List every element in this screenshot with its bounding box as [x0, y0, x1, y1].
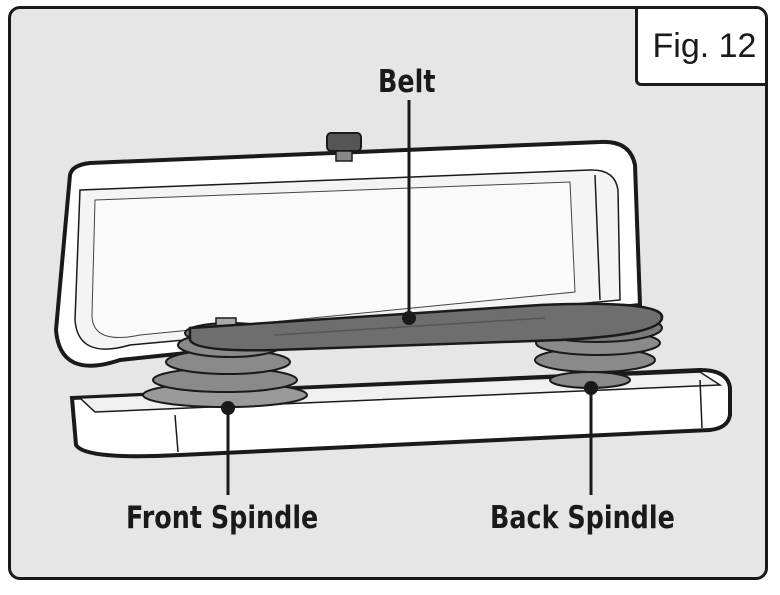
- front-spindle-label: Front Spindle: [126, 500, 319, 536]
- lid-knob: [326, 132, 362, 162]
- figure-number-box: Fig. 12: [635, 9, 765, 86]
- figure-number: Fig. 12: [652, 26, 757, 65]
- callout-leaders: [221, 100, 598, 495]
- belt: [188, 302, 664, 352]
- belt-label: Belt: [378, 64, 436, 100]
- back-spindle-label: Back Spindle: [490, 500, 675, 536]
